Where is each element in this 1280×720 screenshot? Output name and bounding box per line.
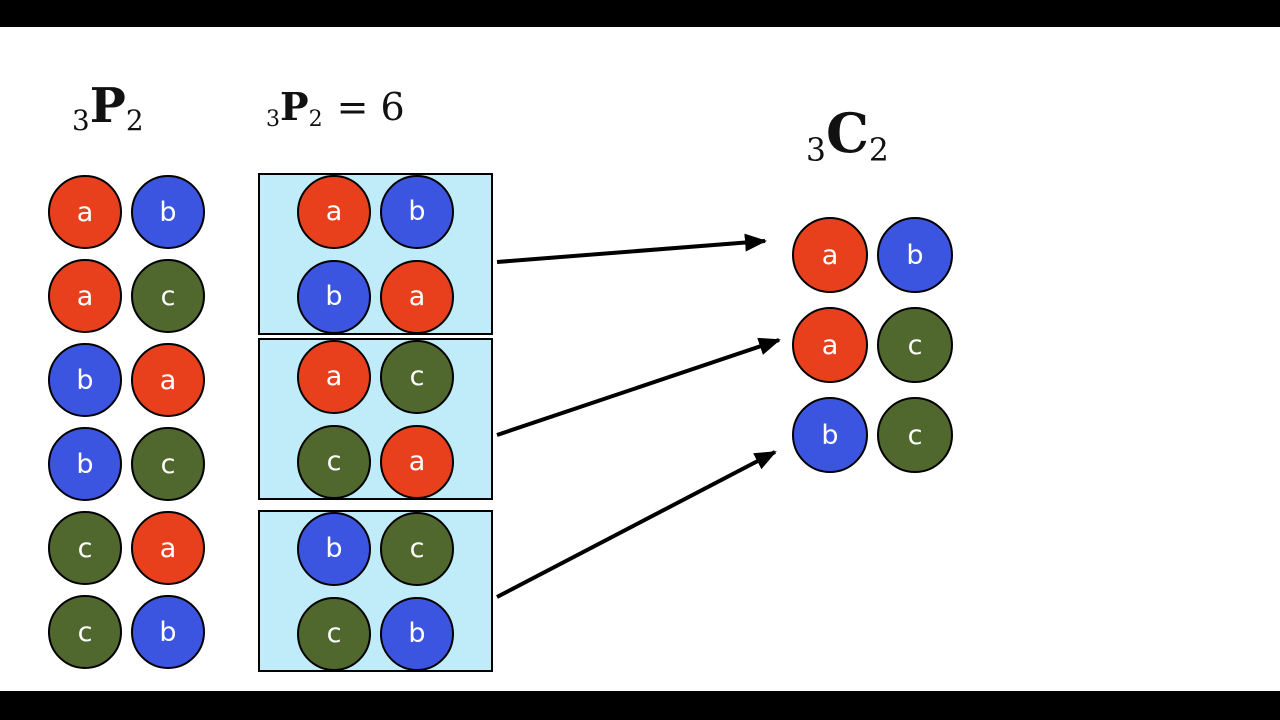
pair-circle: a [131,511,205,585]
pair-row: b c [48,427,205,501]
pair-row: a c [792,307,953,383]
pair-circle: b [48,343,122,417]
arrow-box2-to-ac [496,337,781,437]
title-letter: P [280,84,309,129]
title-equals-value: = 6 [336,85,405,129]
pair-circle: c [380,511,454,586]
pair-circle: c [877,397,953,473]
pair-circle: b [297,259,371,334]
equivalence-box: a b b a [258,173,493,335]
pair-circle: a [380,259,454,334]
pair-circle: c [48,595,122,669]
pair-circle: c [131,427,205,501]
pair-circle: b [297,511,371,586]
pair-row: a b [792,217,953,293]
pair-circle: b [877,217,953,293]
pair-circle: c [131,259,205,333]
pair-circle: c [380,339,454,414]
equivalence-box: a c c a [258,338,493,500]
pair-circle: c [48,511,122,585]
pair-circle: a [297,174,371,249]
pair-row: c a [297,424,454,499]
pair-row: b a [297,259,454,334]
title-post-subscript: 2 [308,107,323,133]
combinations-title: 3C2 [806,106,889,167]
pair-circle: b [131,175,205,249]
grouped-permutations: a b b a a c c a b c c b [258,173,493,672]
pair-circle: c [297,424,371,499]
pair-row: b c [297,511,454,586]
pair-circle: b [792,397,868,473]
arrow-box1-to-ab [496,233,767,264]
permutations-count-title: 3P2= 6 [266,88,405,131]
pair-circle: a [380,424,454,499]
pair-circle: c [297,596,371,671]
combinations-list: a b a c b c [792,217,953,473]
pair-circle: b [48,427,122,501]
pair-row: a b [297,174,454,249]
pair-row: a c [48,259,205,333]
title-pre-subscript: 3 [72,103,90,137]
pair-circle: a [48,259,122,333]
title-pre-subscript: 3 [266,107,281,133]
permutations-title: 3P2 [72,82,144,135]
pair-circle: b [380,596,454,671]
title-post-subscript: 2 [868,132,889,169]
pair-circle: c [877,307,953,383]
equivalence-box: b c c b [258,510,493,672]
pair-row: b c [792,397,953,473]
pair-row: c b [48,595,205,669]
letterbox-top [0,0,1280,27]
pair-row: c a [48,511,205,585]
pair-circle: a [792,307,868,383]
title-pre-subscript: 3 [806,132,826,169]
pair-circle: a [297,339,371,414]
permutations-list: a b a c b a b c c a c b [48,175,205,669]
arrow-box3-to-bc [496,450,777,599]
pair-circle: a [792,217,868,293]
pair-circle: a [131,343,205,417]
title-letter: P [89,78,126,134]
pair-row: a b [48,175,205,249]
letterbox-bottom [0,691,1280,720]
pair-row: c b [297,596,454,671]
title-letter: C [825,101,869,165]
pair-row: a c [297,339,454,414]
pair-circle: a [48,175,122,249]
pair-circle: b [380,174,454,249]
pair-row: b a [48,343,205,417]
pair-circle: b [131,595,205,669]
title-post-subscript: 2 [125,103,144,137]
